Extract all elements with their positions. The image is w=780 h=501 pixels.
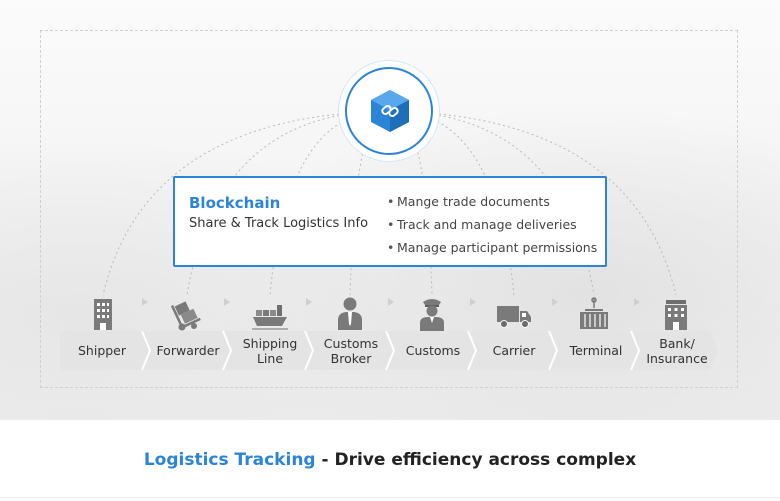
- participant-label: Forwarder: [156, 343, 220, 358]
- feature-text: Track and manage deliveries: [397, 217, 577, 232]
- feature-text: Mange trade documents: [397, 194, 550, 209]
- label-line: Customs: [323, 335, 379, 351]
- cargo-ship-icon: [252, 305, 288, 330]
- flow-arrow-icon: [224, 298, 230, 306]
- feature-text: Manage participant permissions: [397, 240, 598, 255]
- flow-arrow-icon: [634, 298, 640, 306]
- label-line: Bank/: [659, 335, 695, 351]
- participant-label: Shipper: [77, 343, 127, 358]
- label-line: Line: [256, 350, 284, 366]
- participant-bar-shape: [60, 331, 718, 370]
- feature-item: •Manage participant permissions: [387, 236, 597, 259]
- flow-arrow-icon: [388, 298, 394, 306]
- participant-customs: Customs: [393, 331, 473, 370]
- participant-carrier: Carrier: [474, 331, 554, 370]
- participant-label: Customs: [405, 343, 461, 358]
- tagline-text: - Drive efficiency across complex: [315, 450, 637, 470]
- blockchain-cube-link-icon: [371, 90, 409, 132]
- feature-list: •Mange trade documents •Track and manage…: [387, 190, 597, 259]
- participant-forwarder: Forwarder: [148, 331, 228, 370]
- bullet-icon: •: [387, 194, 395, 209]
- participant-label: Carrier: [492, 343, 536, 358]
- feature-item: •Mange trade documents: [387, 190, 597, 213]
- participant-shipper: Shipper: [60, 331, 144, 370]
- label-line: Shipping: [242, 335, 298, 351]
- blockchain-hub: [339, 61, 439, 161]
- label-line: Broker: [330, 350, 372, 366]
- feature-item: •Track and manage deliveries: [387, 213, 597, 236]
- blockchain-info-box: Blockchain Share & Track Logistics Info …: [173, 176, 607, 267]
- businessman-icon: [338, 297, 362, 330]
- bullet-icon: •: [387, 240, 395, 255]
- tagline: Logistics Tracking - Drive efficiency ac…: [0, 450, 780, 470]
- flow-arrow-icon: [142, 298, 148, 306]
- diagram-frame: [40, 30, 738, 388]
- flow-arrow-icon: [306, 298, 312, 306]
- connector-line: [269, 110, 390, 296]
- connector-line: [102, 110, 390, 296]
- label-line: Insurance: [646, 350, 708, 366]
- bank-building-icon: [665, 300, 687, 330]
- tagline-highlight: Logistics Tracking: [143, 450, 316, 470]
- delivery-truck-icon: [497, 306, 531, 328]
- connector-line: [388, 110, 433, 296]
- bullet-icon: •: [387, 217, 395, 232]
- info-title: Blockchain: [189, 194, 281, 212]
- participant-terminal: Terminal: [556, 331, 636, 370]
- participant-bank-insurance: Bank/Insurance: [637, 331, 717, 370]
- participant-label: Bank/Insurance: [646, 336, 707, 366]
- flow-arrow-icon: [552, 298, 558, 306]
- office-building-icon: [94, 299, 112, 330]
- connector-line: [388, 110, 677, 296]
- info-subtitle: Share & Track Logistics Info: [189, 216, 369, 231]
- bottom-divider: [0, 497, 780, 498]
- participant-label: Terminal: [569, 343, 623, 358]
- container-crane-icon: [580, 297, 608, 329]
- flow-arrow-icon: [470, 298, 476, 306]
- hand-truck-icon: [170, 301, 201, 331]
- customs-officer-icon: [420, 299, 444, 331]
